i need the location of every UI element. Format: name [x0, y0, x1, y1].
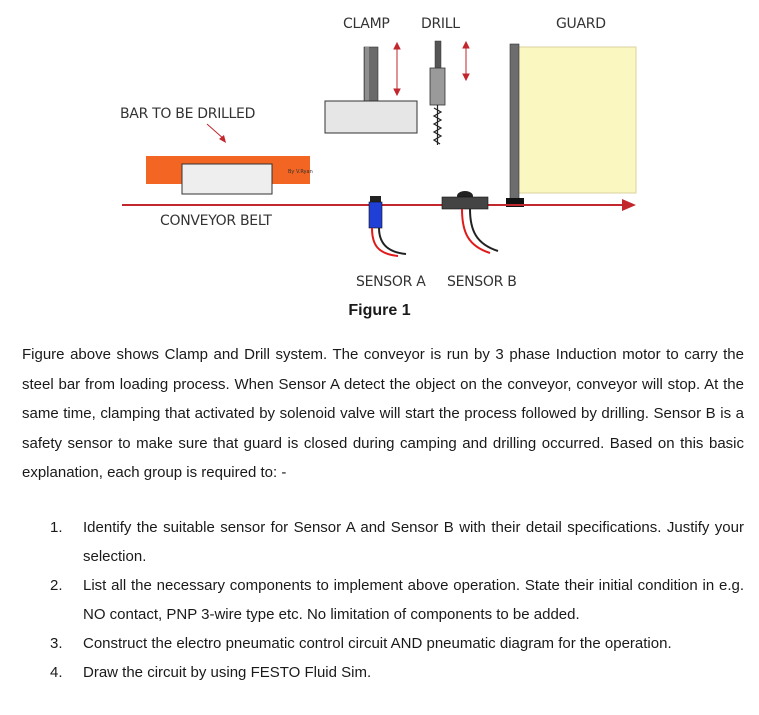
guard-panel	[517, 46, 637, 194]
drill-motion-arrow	[462, 40, 470, 82]
bar-label: BAR TO BE DRILLED	[120, 106, 255, 122]
task-text: Construct the electro pneumatic control …	[83, 635, 672, 652]
task-number: 2.	[50, 577, 63, 594]
drill-bit	[432, 105, 443, 145]
guard-label: GUARD	[556, 16, 606, 32]
task-item: 1. Identify the suitable sensor for Sens…	[50, 513, 744, 571]
sensor-b-body	[441, 196, 489, 210]
conveyor-label: CONVEYOR BELT	[160, 213, 272, 229]
task-text: Draw the circuit by using FESTO Fluid Si…	[83, 664, 372, 681]
watermark: By V.Ryan	[288, 169, 313, 175]
drill-label: DRILL	[421, 16, 460, 32]
sensor-b-label: SENSOR B	[447, 274, 517, 290]
task-item: 3. Construct the electro pneumatic contr…	[50, 629, 744, 658]
task-number: 3.	[50, 635, 63, 652]
task-item: 4. Draw the circuit by using FESTO Fluid…	[50, 658, 744, 687]
clamp-rod-shade	[365, 47, 369, 103]
sensor-a-cap	[370, 196, 381, 202]
description-paragraph: Figure above shows Clamp and Drill syste…	[22, 346, 744, 481]
drill-chuck	[429, 67, 446, 106]
clamp-label: CLAMP	[343, 16, 390, 32]
task-text: Identify the suitable sensor for Sensor …	[83, 519, 744, 565]
bar-steel	[181, 163, 273, 195]
clamp-block	[324, 100, 418, 134]
task-number: 4.	[50, 664, 63, 681]
sensor-a-label: SENSOR A	[356, 274, 426, 290]
sensor-a-wire-red	[371, 227, 399, 257]
clamp-drill-diagram: CLAMP DRILL GUARD BAR TO BE DRILLED CONV…	[120, 16, 637, 290]
drill-chuck-top	[434, 40, 442, 70]
guard-post	[509, 43, 520, 201]
conveyor-arrow	[622, 199, 636, 211]
sensor-b-wire-red	[461, 208, 491, 254]
task-list: 1. Identify the suitable sensor for Sens…	[50, 513, 744, 687]
figure-caption: Figure 1	[348, 302, 411, 319]
clamp-motion-arrow	[393, 41, 401, 97]
guard-base	[506, 198, 524, 207]
task-item: 2. List all the necessary components to …	[50, 571, 744, 629]
sensor-a-wire-black	[378, 227, 407, 255]
task-text: List all the necessary components to imp…	[83, 577, 744, 623]
sensor-a-body	[368, 201, 383, 229]
task-number: 1.	[50, 519, 63, 536]
sensor-b-wire-black	[469, 208, 499, 252]
bar-pointer-head	[219, 135, 226, 143]
